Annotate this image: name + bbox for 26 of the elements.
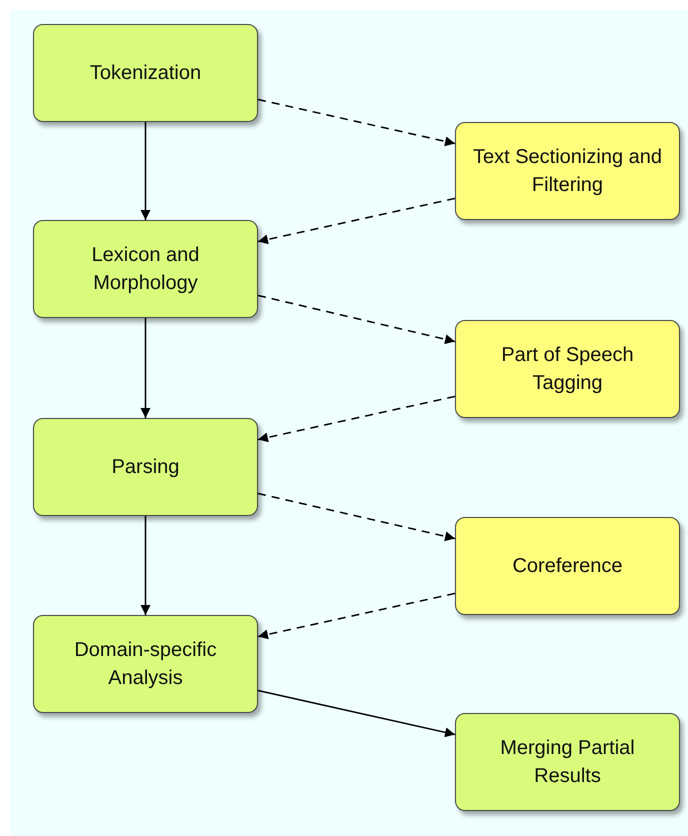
arrow [258,492,456,542]
arrow [258,198,456,244]
arrow [140,318,150,418]
process-box [455,713,680,811]
arrow [258,396,456,442]
process-box [455,122,680,220]
box-label: Part of Speech Tagging [500,343,635,396]
box-label: Text Sectionizing and Filtering [472,145,663,198]
process-box [455,320,680,418]
box-label: Domain-specific Analysis [73,638,218,691]
process-box [33,24,258,122]
box-label: Parsing [112,455,180,480]
box-label: Coreference [512,554,623,579]
process-box [33,418,258,516]
process-box [455,517,680,615]
arrow [140,122,150,220]
arrow [140,516,150,615]
box-label: Tokenization [90,61,202,86]
arrow [258,294,456,344]
arrow [258,98,456,146]
box-label: Lexicon and Morphology [90,243,200,296]
arrow [258,690,456,738]
process-box [33,615,258,713]
process-box [33,220,258,318]
box-label: Merging Partial Results [499,736,636,789]
arrow [258,592,456,640]
